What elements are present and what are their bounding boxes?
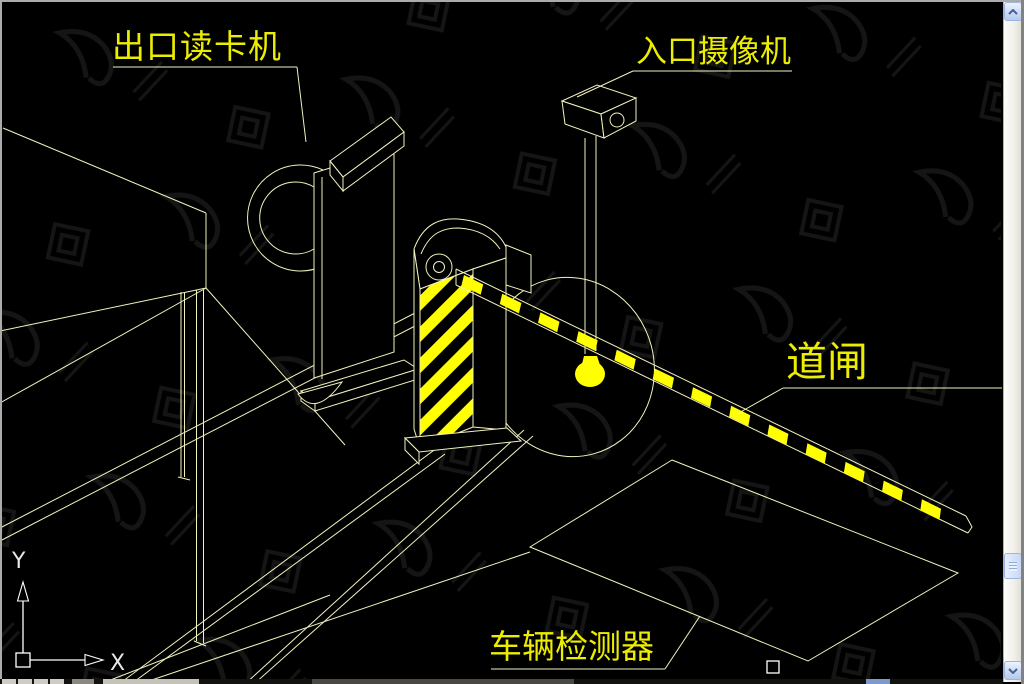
ucs-y-label: Y xyxy=(11,549,26,574)
barrier-arm-stripe xyxy=(767,424,789,445)
label-entrance-camera: 入口摄像机 xyxy=(636,34,791,69)
label-exit-card-reader: 出口读卡机 xyxy=(112,28,282,65)
gooseneck-outer-arc xyxy=(247,164,324,272)
base-disc xyxy=(297,381,344,404)
scrollbar-thumb[interactable] xyxy=(1004,553,1022,579)
x-axis-arrow-icon xyxy=(84,653,105,667)
window-top-border xyxy=(0,0,1024,2)
hazard-striped-face xyxy=(419,268,474,449)
vehicle-detector-loop xyxy=(528,459,960,662)
barrier-arm-stripe xyxy=(805,443,827,464)
camera-pole xyxy=(584,136,597,354)
barrier-arm-stripe xyxy=(920,499,941,520)
barrier-arm-stripe xyxy=(576,331,598,351)
barrier-arm-stripe xyxy=(729,405,751,427)
y-axis-arrow-icon xyxy=(16,580,30,602)
entrance-camera-drawing xyxy=(560,84,638,387)
barrier-arm-stripe xyxy=(499,293,522,314)
barrier-arm-stripe xyxy=(652,368,674,389)
pole-lamp xyxy=(575,361,605,387)
bottom-bar-fragment xyxy=(72,679,94,684)
barrier-arm-stripe xyxy=(538,312,560,333)
bottom-bar-fragment xyxy=(312,679,574,684)
ucs-x-label: X xyxy=(110,651,125,676)
label-vehicle-detector: 车辆检测器 xyxy=(489,628,654,665)
barrier-arm-stripe xyxy=(690,387,713,408)
window-right-border xyxy=(1021,0,1024,684)
barrier-arm-stripe xyxy=(843,461,865,483)
barrier-arm-stripes xyxy=(461,275,941,520)
shelter-and-ground-lines xyxy=(0,127,534,684)
bottom-tab-fragment[interactable] xyxy=(50,679,64,684)
bottom-tab-fragment[interactable] xyxy=(2,679,16,684)
bottom-tab-fragment[interactable] xyxy=(18,679,32,684)
window-left-border xyxy=(0,0,2,684)
bottom-bar-fragment xyxy=(103,679,199,684)
exit-card-reader-drawing xyxy=(247,116,420,412)
bottom-tab-fragment[interactable] xyxy=(34,679,48,684)
annotations: 出口读卡机 入口摄像机 道闸 车辆检测器 xyxy=(112,28,1002,670)
label-barrier-gate: 道闸 xyxy=(786,339,868,385)
chevron-down-icon xyxy=(1008,667,1018,674)
barrier-arm-stripe xyxy=(461,275,484,295)
scroll-up-button[interactable] xyxy=(1004,2,1022,21)
horizontal-scroll-fragment[interactable] xyxy=(866,679,890,684)
barrier-gate-cabinet xyxy=(403,218,532,466)
bottom-bar-clipped xyxy=(0,679,1003,684)
gooseneck-inner-arc xyxy=(259,181,315,255)
ucs-icon: X Y xyxy=(11,549,125,676)
camera-lens xyxy=(609,112,625,128)
vertical-scrollbar[interactable] xyxy=(1003,2,1022,682)
chevron-up-icon xyxy=(1008,8,1018,15)
selection-grip[interactable] xyxy=(766,660,780,674)
barrier-arm-stripe xyxy=(614,349,636,370)
barrier-arm xyxy=(455,268,973,534)
grip-lines-icon xyxy=(1009,561,1017,571)
scroll-down-button[interactable] xyxy=(1004,661,1022,680)
barrier-arm-stripe xyxy=(882,480,903,502)
